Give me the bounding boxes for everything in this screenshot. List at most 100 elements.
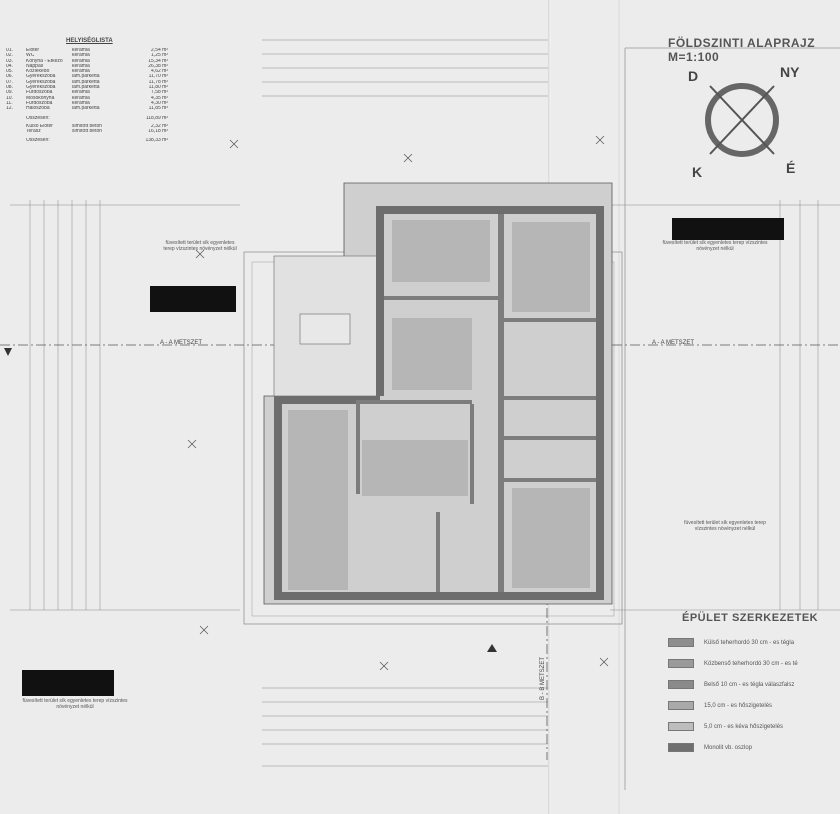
room-row: 11. Fürdőszoba kerámia 4,30 m² <box>6 101 178 106</box>
room-extra-name: Terasz <box>26 129 41 135</box>
room-name: Gyerekszoba <box>26 74 56 80</box>
room-floor: lam.parketta <box>72 79 100 85</box>
structure-legend-item: Külső teherhordó 30 cm - es tégla <box>668 632 828 653</box>
structure-legend-item: 15,0 cm - es hőszigetelés <box>668 695 828 716</box>
legend-swatch <box>668 743 694 752</box>
room-row: 12. Hálószoba lam.parketta 11,85 m² <box>6 106 178 111</box>
legend-swatch <box>668 722 694 731</box>
legend-label: Monolit vb. oszlop <box>704 744 753 751</box>
legend-swatch <box>668 659 694 668</box>
room-no: 11. <box>6 100 13 106</box>
lawn-note: füvesített terület sík egyenletes terep … <box>684 520 766 532</box>
redaction-block <box>672 218 784 240</box>
lawn-note: füvesített terület sík egyenletes terep … <box>22 698 128 710</box>
room-extra-floor: simított beton <box>72 123 103 129</box>
room-area: 15,34 m² <box>148 58 168 64</box>
room-no: 06. <box>6 74 13 80</box>
legend-swatch <box>668 680 694 689</box>
compass-label-ny: NY <box>780 64 800 80</box>
room-list-heading: HELYISÉGLISTA <box>66 38 113 44</box>
room-area: 1,25 m² <box>151 53 168 59</box>
room-no: 03. <box>6 58 13 64</box>
room-no: 08. <box>6 85 13 91</box>
room-no: 10. <box>6 95 13 101</box>
room-area: 11,85 m² <box>148 106 168 112</box>
room-name: Nappali <box>26 63 43 69</box>
lawn-note: füvesített terület sík egyenletes terep … <box>163 240 237 252</box>
room-extra-area: 2,32 m² <box>151 123 168 129</box>
section-aa-left: A - A METSZET <box>160 340 203 346</box>
room-floor: lam.parketta <box>72 74 100 80</box>
room-floor: kerámia <box>72 100 90 106</box>
room-list-rows: 01. Előtér kerámia 2,54 m² 02. WC kerámia 1,25 … <box>6 48 178 112</box>
room-floor: kerámia <box>72 90 90 96</box>
section-aa-right: A - A METSZET <box>652 340 695 346</box>
room-area: 26,38 m² <box>148 63 168 69</box>
room-floor: kerámia <box>72 58 90 64</box>
section-bb: B - B METSZET <box>540 656 546 700</box>
room-area: 4,35 m² <box>151 95 168 101</box>
legend-swatch <box>668 638 694 647</box>
lawn-note: füvesített terület sík egyenletes terep … <box>662 240 768 252</box>
room-name: Konyha - Étkező <box>26 58 63 64</box>
room-extra-row: Külső Előtér simított beton 2,32 m² <box>6 124 178 129</box>
room-row: 06. Gyerekszoba lam.parketta 11,70 m² <box>6 74 178 79</box>
room-no: 12. <box>6 106 13 112</box>
legend-label: 15,0 cm - es hőszigetelés <box>704 702 773 709</box>
room-name: Közlekedő <box>26 69 50 75</box>
room-name: Gyerekszoba <box>26 79 56 85</box>
room-row: 03. Konyha - Étkező kerámia 15,34 m² <box>6 59 178 64</box>
compass-circle-icon <box>705 83 779 157</box>
structure-legend-item: Közbenső teherhordó 30 cm - es té <box>668 653 828 674</box>
legend-swatch <box>668 701 694 710</box>
room-floor: kerámia <box>72 53 90 59</box>
compass-label-d: D <box>688 68 699 84</box>
room-area: 7,58 m² <box>151 90 168 96</box>
structure-legend-item: 5,0 cm - es kéva hőszigetelés <box>668 716 828 737</box>
room-name: Fürdőszoba <box>26 100 53 106</box>
room-subtotal: Összesen: 118,89 m² <box>26 115 168 121</box>
structures-heading: ÉPÜLET SZERKEZETEK <box>682 612 819 624</box>
room-name: WC <box>26 53 35 59</box>
room-name: Gyerekszoba <box>26 85 56 91</box>
redaction-block <box>150 286 236 312</box>
room-row: 01. Előtér kerámia 2,54 m² <box>6 48 178 53</box>
room-total: Összesen: 138,33 m² <box>26 138 168 144</box>
room-no: 07. <box>6 79 13 85</box>
compass-rose: D NY K É <box>688 64 800 182</box>
room-name: Előtér <box>26 48 40 53</box>
room-no: 01. <box>6 48 13 53</box>
room-extra-area: 16,18 m² <box>148 129 168 135</box>
room-no: 04. <box>6 63 13 69</box>
room-area: 2,54 m² <box>151 48 168 53</box>
room-floor: lam.parketta <box>72 85 100 91</box>
legend-label: Külső teherhordó 30 cm - es tégla <box>704 639 795 646</box>
room-extra-name: Külső Előtér <box>26 123 53 129</box>
compass-label-e: É <box>786 160 796 176</box>
plan-title: FÖLDSZINTI ALAPRAJZ M=1:100 <box>668 36 816 64</box>
room-name: Hálószoba <box>26 106 50 112</box>
compass-label-k: K <box>692 164 703 180</box>
legend-label: Belső 10 cm - es tégla válaszfalsz <box>704 681 795 688</box>
room-extra-rows: Külső Előtér simított beton 2,32 m² Terasz s… <box>6 124 178 135</box>
structure-legend-item: Monolit vb. oszlop <box>668 737 828 758</box>
room-row: 02. WC kerámia 1,25 m² <box>6 53 178 58</box>
room-floor: lam.parketta <box>72 106 100 112</box>
room-floor: kerámia <box>72 48 90 53</box>
room-area: 11,70 m² <box>148 74 168 80</box>
room-extra-floor: simított beton <box>72 129 103 135</box>
legend-label: 5,0 cm - es kéva hőszigetelés <box>704 723 784 730</box>
room-no: 02. <box>6 53 13 59</box>
room-row: 04. Nappali kerámia 26,38 m² <box>6 64 178 69</box>
room-area: 4,30 m² <box>151 100 168 106</box>
room-floor: kerámia <box>72 63 90 69</box>
building-structures-legend: ÉPÜLET SZERKEZETEK Külső teherhordó 30 c… <box>668 612 828 758</box>
